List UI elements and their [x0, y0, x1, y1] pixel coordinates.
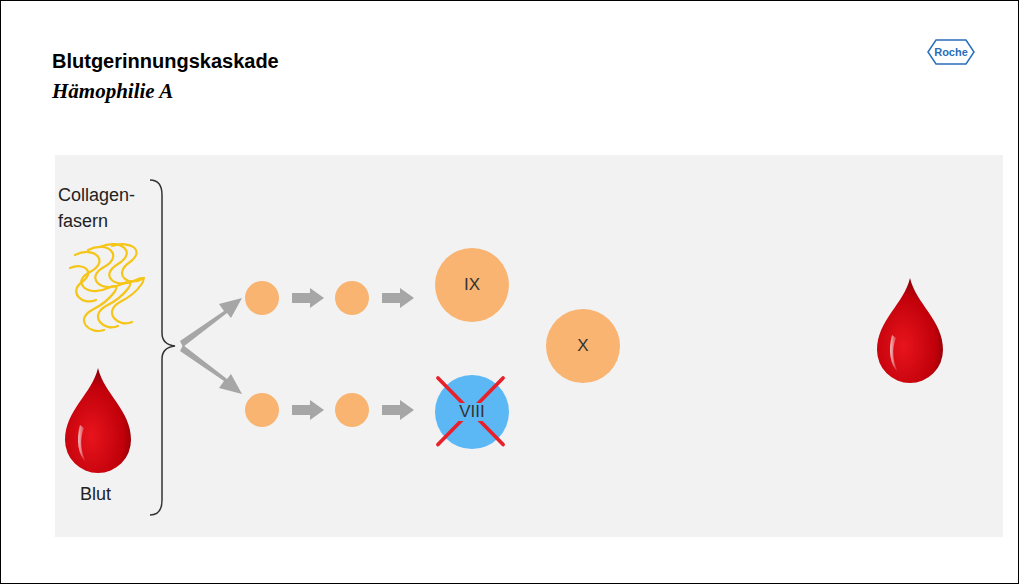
diagram-title: Blutgerinnungskaskade: [52, 50, 279, 73]
grey-panel: [55, 155, 1003, 537]
step-arrows: [292, 288, 414, 420]
factor-label: X: [577, 337, 588, 356]
logo-hexagon: [928, 40, 974, 64]
branch-arrows: [180, 298, 242, 394]
factor-circle: X: [546, 309, 620, 383]
factor-label: IX: [464, 276, 480, 295]
blood-drop: [877, 278, 943, 383]
factor-label: VIII: [457, 403, 487, 422]
missing-factor-circle: VIII: [435, 375, 509, 449]
curly-brace: [150, 180, 175, 515]
collagen-fibres: [70, 244, 144, 331]
factor-circle: IX: [435, 248, 509, 322]
red-cross: [438, 378, 503, 445]
logo-text: Roche: [934, 46, 968, 58]
collagen-label: Collagen- fasern: [58, 182, 150, 234]
blood-label: Blut: [80, 484, 111, 505]
drop-highlight: [78, 425, 86, 462]
blood-drop: [65, 368, 131, 473]
small-factor-circles: [245, 281, 369, 427]
drop-highlight: [890, 335, 898, 372]
subtitle: Hämophilie A: [52, 79, 173, 104]
